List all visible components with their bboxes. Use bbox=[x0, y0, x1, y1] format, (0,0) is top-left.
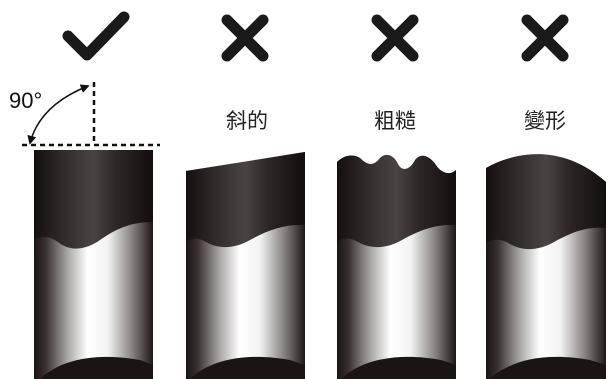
caption-rough: 粗糙 bbox=[374, 109, 416, 133]
cross-mark-icon bbox=[521, 14, 569, 62]
check-mark-icon bbox=[62, 11, 130, 61]
rod-rough-cut bbox=[337, 154, 456, 379]
angle-label: 90° bbox=[9, 88, 42, 113]
caption-deformed: 變形 bbox=[524, 109, 566, 133]
rod-deformed-cut bbox=[486, 154, 606, 379]
cross-mark-icon bbox=[371, 14, 419, 62]
rod-slanted-cut bbox=[186, 152, 305, 379]
rod-correct-cut bbox=[34, 150, 153, 379]
cross-mark-icon bbox=[221, 14, 269, 62]
angle-arc bbox=[27, 84, 90, 145]
caption-slanted: 斜的 bbox=[226, 109, 268, 133]
